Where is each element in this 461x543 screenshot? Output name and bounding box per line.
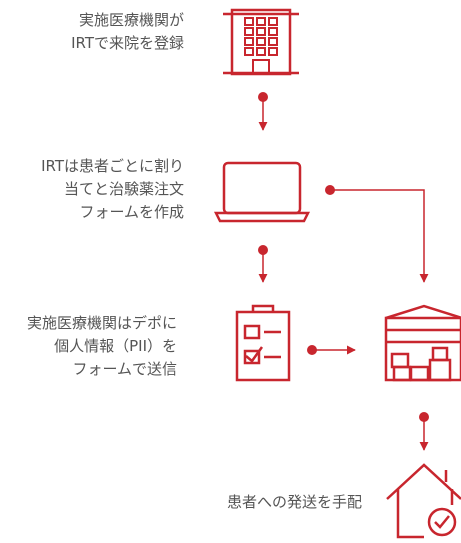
connector-send-to-depot bbox=[307, 345, 356, 355]
hospital-building-icon bbox=[223, 8, 299, 76]
laptop-icon bbox=[213, 161, 311, 223]
clipboard-checklist-icon bbox=[235, 304, 291, 382]
warehouse-depot-icon bbox=[384, 304, 461, 382]
home-check-icon bbox=[386, 463, 461, 539]
connector-order-to-send bbox=[258, 245, 268, 283]
step-register-label: 実施医療機関が IRTで来院を登録 bbox=[71, 11, 184, 52]
connector-order-to-depot bbox=[325, 185, 429, 283]
step-order-label: IRTは患者ごとに割り 当てと治験薬注文 フォームを作成 bbox=[41, 157, 184, 221]
connector-register-to-order bbox=[258, 92, 268, 131]
step-send-label: 実施医療機関はデポに 個人情報（PII）を フォームで送信 bbox=[26, 314, 177, 378]
connector-depot-to-ship bbox=[419, 412, 429, 451]
step-ship-label: 患者への発送を手配 bbox=[226, 493, 362, 511]
